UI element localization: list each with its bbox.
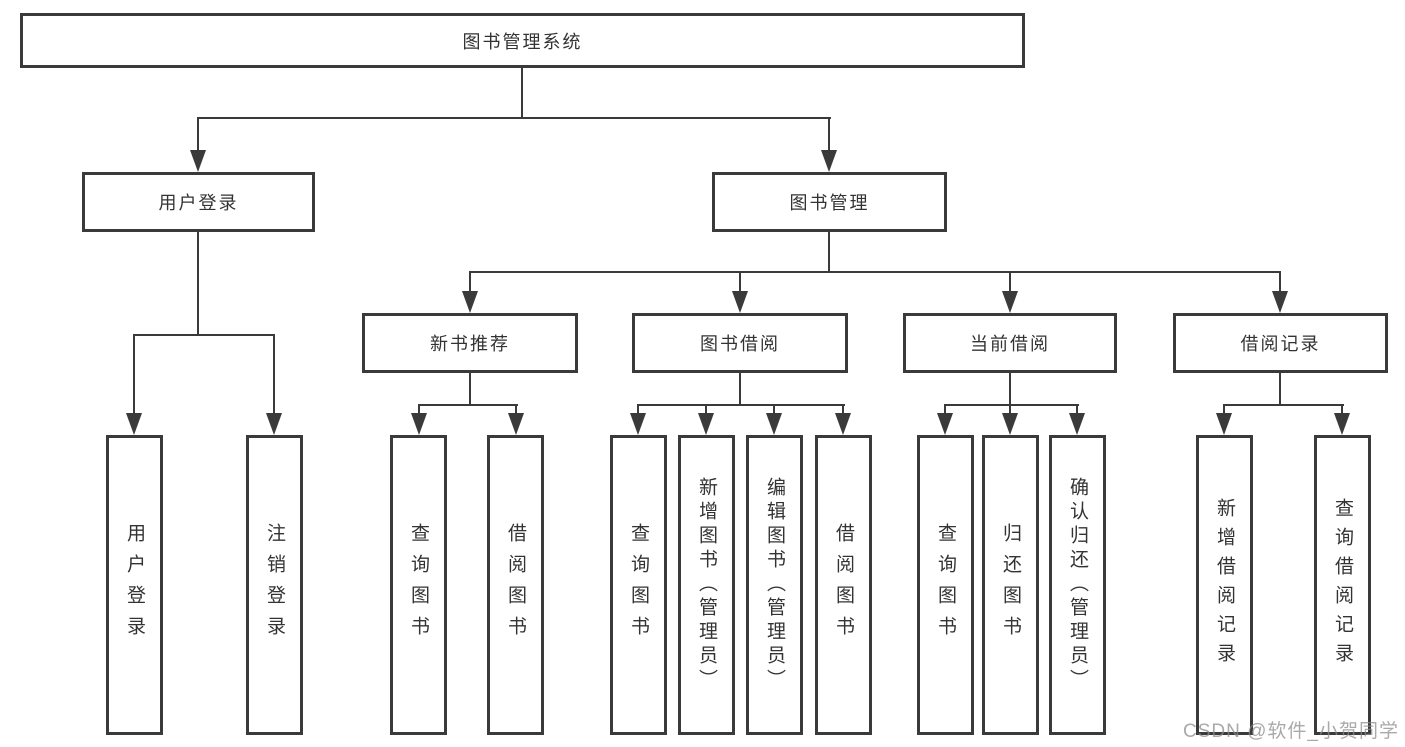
- leaf-return-book: 归还图书: [982, 435, 1039, 735]
- connector-line: [469, 271, 471, 291]
- connector-line: [1076, 404, 1078, 414]
- arrowhead-down-icon: [732, 291, 748, 313]
- connector-line: [1341, 404, 1343, 414]
- connector-line: [828, 117, 830, 151]
- arrowhead-down-icon: [190, 150, 206, 172]
- arrowhead-down-icon: [1334, 413, 1350, 435]
- node-current-borrowing: 当前借阅: [903, 313, 1117, 373]
- connector-line: [637, 404, 639, 414]
- connector-line: [521, 68, 523, 118]
- connector-line: [134, 334, 275, 336]
- arrowhead-down-icon: [698, 413, 714, 435]
- arrowhead-down-icon: [508, 413, 524, 435]
- leaf-confirm-return-admin: 确认归还（管理员）: [1049, 435, 1106, 735]
- node-book-borrowing: 图书借阅: [632, 313, 848, 373]
- csdn-watermark: CSDN @软件_小贺同学: [1183, 721, 1399, 742]
- leaf-query-books-1: 查询图书: [390, 435, 447, 735]
- connector-line: [1009, 404, 1011, 414]
- connector-line: [1224, 404, 1344, 406]
- connector-line: [419, 404, 518, 406]
- connector-line: [1279, 373, 1281, 406]
- connector-line: [515, 404, 517, 414]
- leaf-user-login: 用户登录: [106, 435, 163, 735]
- leaf-edit-book-admin: 编辑图书（管理员）: [746, 435, 803, 735]
- leaf-borrow-books-2: 借阅图书: [815, 435, 872, 735]
- node-borrowing-records: 借阅记录: [1173, 313, 1388, 373]
- arrowhead-down-icon: [766, 413, 782, 435]
- arrowhead-down-icon: [1272, 291, 1288, 313]
- connector-line: [739, 373, 741, 406]
- node-root-library-system: 图书管理系统: [20, 13, 1025, 68]
- arrowhead-down-icon: [630, 413, 646, 435]
- connector-line: [469, 271, 1281, 273]
- connector-line: [418, 404, 420, 414]
- connector-line: [469, 373, 471, 406]
- connector-line: [1009, 271, 1011, 291]
- node-book-management: 图书管理: [712, 172, 947, 232]
- connector-line: [705, 404, 707, 414]
- arrowhead-down-icon: [126, 413, 142, 435]
- connector-line: [1279, 271, 1281, 291]
- connector-line: [198, 117, 831, 119]
- leaf-borrow-books-1: 借阅图书: [487, 435, 544, 735]
- leaf-add-book-admin: 新增图书（管理员）: [678, 435, 735, 735]
- leaf-query-books-3: 查询图书: [917, 435, 974, 735]
- connector-line: [1223, 404, 1225, 414]
- connector-line: [828, 232, 830, 273]
- connector-line: [773, 404, 775, 414]
- connector-line: [945, 404, 1079, 406]
- leaf-query-borrow-record: 查询借阅记录: [1314, 435, 1371, 735]
- connector-line: [638, 404, 845, 406]
- arrowhead-down-icon: [1069, 413, 1085, 435]
- leaf-add-borrow-record: 新增借阅记录: [1196, 435, 1253, 735]
- arrowhead-down-icon: [1002, 291, 1018, 313]
- arrowhead-down-icon: [835, 413, 851, 435]
- connector-line: [133, 334, 135, 413]
- connector-line: [739, 271, 741, 291]
- node-user-login: 用户登录: [82, 172, 315, 232]
- connector-line: [944, 404, 946, 414]
- node-new-book-recommendation: 新书推荐: [362, 313, 578, 373]
- arrowhead-down-icon: [1002, 413, 1018, 435]
- connector-line: [197, 117, 199, 151]
- connector-line: [842, 404, 844, 414]
- arrowhead-down-icon: [821, 150, 837, 172]
- connector-line: [273, 334, 275, 413]
- connector-line: [197, 232, 199, 335]
- connector-line: [1009, 373, 1011, 406]
- leaf-logout: 注销登录: [246, 435, 303, 735]
- arrowhead-down-icon: [937, 413, 953, 435]
- arrowhead-down-icon: [266, 413, 282, 435]
- arrowhead-down-icon: [411, 413, 427, 435]
- arrowhead-down-icon: [462, 291, 478, 313]
- leaf-query-books-2: 查询图书: [610, 435, 667, 735]
- arrowhead-down-icon: [1216, 413, 1232, 435]
